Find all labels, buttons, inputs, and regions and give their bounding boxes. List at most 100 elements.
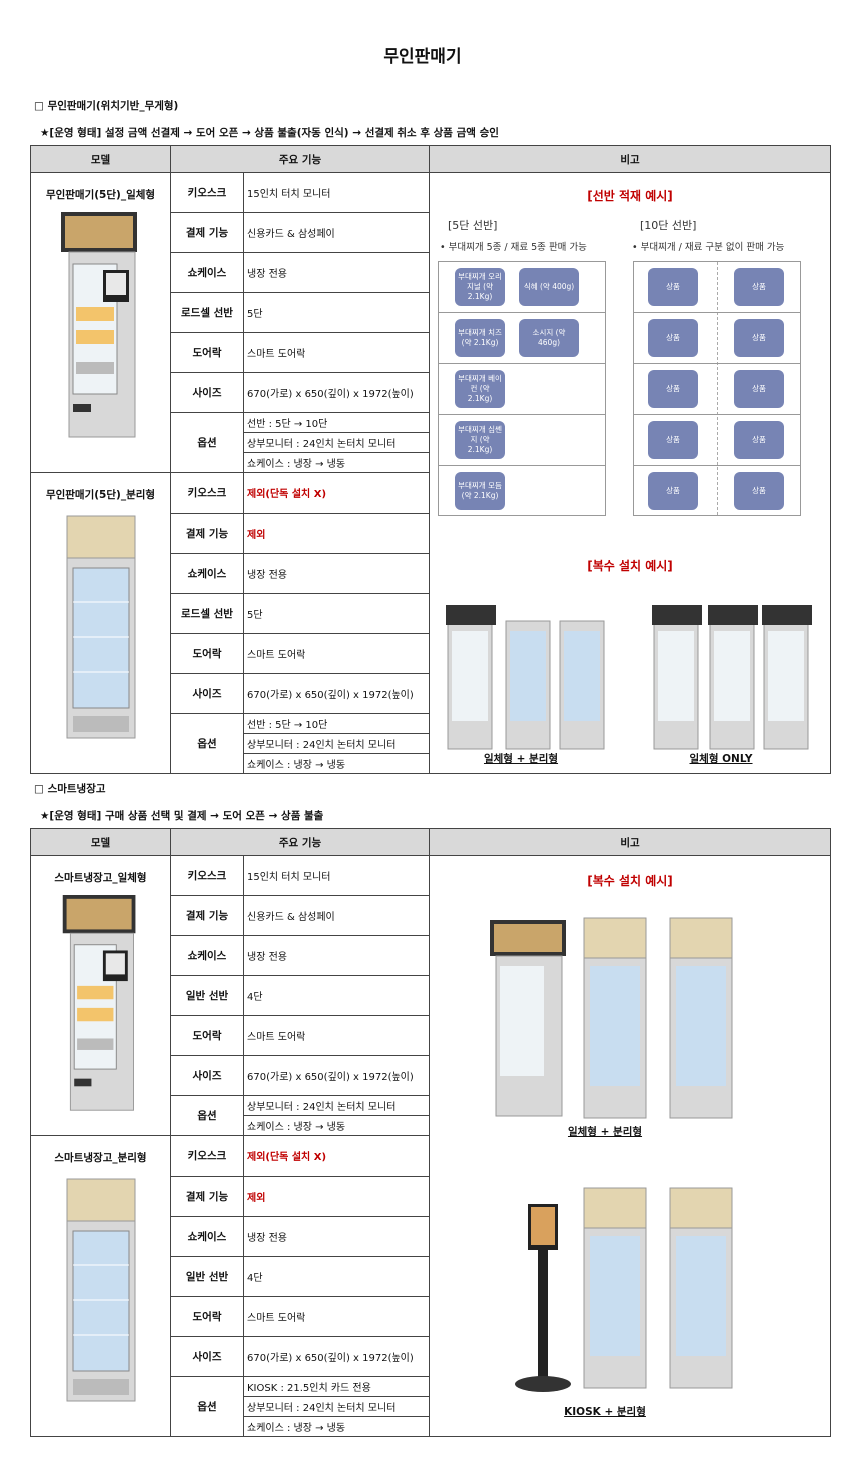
five-shelf-desc: • 부대찌개 5종 / 재료 5종 판매 가능 (440, 242, 587, 253)
product-box: 상품 (648, 370, 699, 408)
option-value: 쇼케이스 : 냉장 → 냉동 (242, 1416, 431, 1437)
product-box: 식혜 (약 400g) (519, 268, 580, 306)
model-name: 무인판매기(5단)_일체형 (45, 189, 156, 201)
multi-install-heading: [복수 설치 예시] (587, 874, 673, 888)
five-shelf-title: [5단 선반] (448, 219, 498, 232)
caption-integrated-separate: 일체형 + 분리형 (483, 753, 559, 765)
spec-value: 스마트 도어락 (242, 1015, 431, 1056)
spec-label: 쇼케이스 (170, 935, 244, 976)
spec-label: 사이즈 (170, 1055, 244, 1096)
product-box: 부대찌개 모듬 (약 2.1Kg) (455, 472, 506, 510)
spec-value: 스마트 도어락 (242, 1295, 431, 1337)
spec-value: 스마트 도어락 (242, 632, 431, 674)
option-value: 쇼케이스 : 냉장 → 냉동 (242, 753, 431, 774)
section2-operation: ★[운영 형태] 구매 상품 선택 및 결제 → 도어 오픈 → 상품 불출 (40, 810, 324, 822)
option-value: 상부모니터 : 24인치 논터치 모니터 (242, 1396, 431, 1417)
spec-value: 제외 (242, 512, 431, 554)
spec-value: 15인치 터치 모니터 (242, 172, 431, 213)
spec-value: 670(가로) x 650(깊이) x 1972(높이) (242, 672, 431, 714)
header-note: 비고 (429, 145, 832, 173)
shelf-row: 부대찌개 치즈 (약 2.1Kg) 소시지 (약 460g) (439, 313, 606, 364)
product-box: 상품 (648, 472, 699, 510)
spec-value: 제외(단독 설치 X) (242, 1135, 431, 1177)
option-value: 상부모니터 : 24인치 논터치 모니터 (242, 432, 431, 454)
spec-label: 옵션 (170, 411, 244, 474)
spec-label: 결제 기능 (170, 895, 244, 936)
section1-operation: ★[운영 형태] 설정 금액 선결제 → 도어 오픈 → 상품 불출(자동 인식… (40, 127, 499, 139)
integrated-fridge-image (60, 212, 137, 438)
page-title: 무인판매기 (383, 47, 462, 67)
spec-label: 사이즈 (170, 672, 244, 714)
header-note: 비고 (429, 828, 832, 856)
caption-integrated-separate: 일체형 + 분리형 (567, 1126, 643, 1138)
spec-label: 쇼케이스 (170, 552, 244, 594)
product-box: 상품 (648, 319, 699, 357)
spec-value: 670(가로) x 650(깊이) x 1972(높이) (242, 1335, 431, 1377)
spec-label: 도어락 (170, 632, 244, 674)
spec-label: 옵션 (170, 1375, 244, 1438)
spec-label: 키오스크 (170, 1135, 244, 1177)
spec-value: 냉장 전용 (242, 1215, 431, 1257)
model-name: 스마트냉장고_일체형 (54, 872, 147, 884)
shelf-row: 부대찌개 오리지널 (약 2.1Kg) 식혜 (약 400g) (439, 262, 606, 313)
spec-value: 670(가로) x 650(깊이) x 1972(높이) (242, 1055, 431, 1096)
option-value: 선반 : 5단 → 10단 (242, 411, 431, 434)
product-box: 상품 (734, 472, 785, 510)
model-name: 스마트냉장고_분리형 (54, 1152, 147, 1165)
separate-fridge-image (66, 1178, 135, 1402)
spec-label: 로드셀 선반 (170, 592, 244, 634)
option-value: 쇼케이스 : 냉장 → 냉동 (242, 452, 431, 474)
shelf-row: 부대찌개 모듬 (약 2.1Kg) (439, 466, 605, 517)
product-box: 부대찌개 오리지널 (약 2.1Kg) (455, 268, 506, 306)
shelf-example-heading: [선반 적재 예시] (587, 189, 673, 203)
spec-label: 도어락 (170, 1015, 244, 1056)
multi-install-image-top (490, 917, 733, 1119)
spec-label: 키오스크 (170, 472, 244, 514)
ten-shelf-desc: • 부대찌개 / 재료 구분 없이 판매 가능 (632, 242, 785, 253)
five-shelf-grid: 부대찌개 오리지널 (약 2.1Kg) 식혜 (약 400g) 부대찌개 치즈 … (438, 261, 607, 517)
spec-value: 4단 (242, 1255, 431, 1297)
spec-label: 쇼케이스 (170, 252, 244, 293)
multi-install-heading: [복수 설치 예시] (587, 559, 673, 573)
spec-label: 도어락 (170, 332, 244, 373)
spec-label: 키오스크 (170, 172, 244, 213)
spec-label: 사이즈 (170, 1335, 244, 1377)
header-features: 주요 기능 (169, 828, 431, 856)
spec-label: 키오스크 (170, 855, 244, 896)
spec-value: 제외 (242, 1175, 431, 1217)
shelf-row: 부대찌개 베이컨 (약 2.1Kg) (439, 364, 606, 415)
spec-label: 쇼케이스 (170, 1215, 244, 1257)
spec-value: 냉장 전용 (242, 252, 431, 293)
note-cell: [선반 적재 예시] [5단 선반] • 부대찌개 5종 / 재료 5종 판매 … (429, 172, 832, 774)
option-value: 상부모니터 : 24인치 논터치 모니터 (242, 733, 431, 754)
spec-label: 결제 기능 (170, 212, 244, 253)
spec-value: 신용카드 & 삼성페이 (242, 895, 431, 936)
spec-value: 670(가로) x 650(깊이) x 1972(높이) (242, 372, 431, 413)
spec-label: 결제 기능 (170, 512, 244, 554)
product-box: 소시지 (약 460g) (519, 319, 580, 357)
option-value: 상부모니터 : 24인치 논터치 모니터 (242, 1094, 431, 1117)
spec-label: 로드셀 선반 (170, 292, 244, 333)
smart-fridge-spec-table: 모델 주요 기능 비고 스마트냉장고_일체형 키오스크 15인치 터치 모니터 … (30, 828, 832, 1438)
caption-kiosk-separate: KIOSK + 분리형 (564, 1406, 646, 1418)
product-box: 부대찌개 베이컨 (약 2.1Kg) (455, 370, 506, 408)
spec-value: 냉장 전용 (242, 552, 431, 594)
spec-label: 일반 선반 (170, 975, 244, 1016)
multi-install-image-bottom (515, 1187, 733, 1392)
product-box: 상품 (734, 421, 785, 459)
spec-value: 스마트 도어락 (242, 332, 431, 373)
header-model: 모델 (30, 828, 171, 856)
spec-value: 제외(단독 설치 X) (242, 472, 431, 514)
model-name: 무인판매기(5단)_분리형 (45, 489, 156, 502)
option-value: 선반 : 5단 → 10단 (242, 712, 431, 735)
option-value: KIOSK : 21.5인치 카드 전용 (242, 1375, 431, 1398)
model-cell: 무인판매기(5단)_분리형 (30, 472, 171, 774)
model-cell: 스마트냉장고_분리형 (30, 1135, 171, 1437)
header-features: 주요 기능 (169, 145, 431, 173)
product-box: 상품 (734, 268, 785, 306)
spec-value: 4단 (242, 975, 431, 1016)
spec-value: 5단 (242, 592, 431, 634)
spec-value: 냉장 전용 (242, 935, 431, 976)
product-box: 부대찌개 치즈 (약 2.1Kg) (455, 319, 506, 357)
